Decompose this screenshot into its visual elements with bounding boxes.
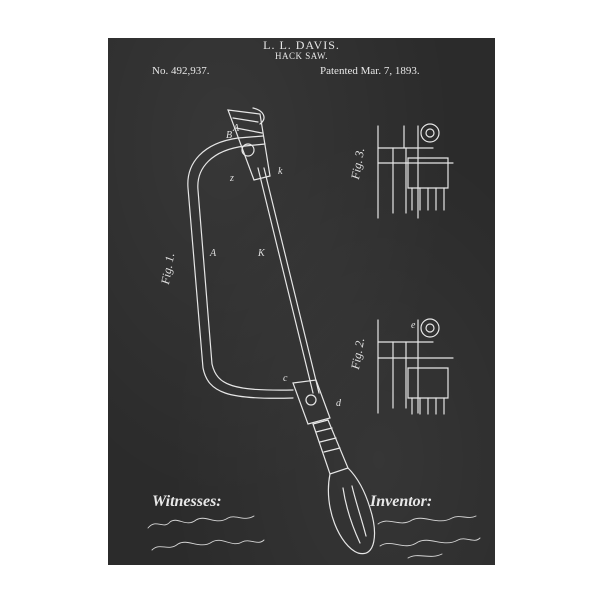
signatures xyxy=(147,515,481,559)
label-c: c xyxy=(283,373,288,384)
chalkboard-patent-print: L. L. DAVIS. HACK SAW. No. 492,937. Pate… xyxy=(108,38,495,565)
patent-number: No. 492,937. xyxy=(152,65,210,77)
label-A-lower: A xyxy=(233,123,240,134)
witness-signature-1 xyxy=(147,515,255,529)
label-z: z xyxy=(230,173,234,184)
witnesses-heading: Witnesses: xyxy=(152,493,222,510)
saw-handle xyxy=(312,419,376,555)
saw-frame xyxy=(187,135,294,399)
attorney-signature xyxy=(379,537,481,559)
saw-blade xyxy=(257,167,320,394)
lower-fitting xyxy=(292,379,331,425)
label-A: A xyxy=(210,248,217,259)
patent-title: L. L. DAVIS. xyxy=(263,38,340,52)
witness-signature-2 xyxy=(151,539,265,551)
hacksaw-drawing xyxy=(187,107,454,555)
fig2-detail xyxy=(377,318,454,415)
patent-subtitle: HACK SAW. xyxy=(275,51,328,61)
label-k: k xyxy=(278,166,283,177)
label-K: K xyxy=(258,248,265,259)
patent-date: Patented Mar. 7, 1893. xyxy=(320,65,420,77)
label-B: B xyxy=(226,130,233,141)
inventor-heading: Inventor: xyxy=(370,493,433,510)
label-e: e xyxy=(411,320,416,331)
inventor-signature xyxy=(377,515,477,525)
label-d: d xyxy=(336,398,341,409)
tension-screw xyxy=(227,107,271,181)
fig3-detail xyxy=(377,123,454,219)
